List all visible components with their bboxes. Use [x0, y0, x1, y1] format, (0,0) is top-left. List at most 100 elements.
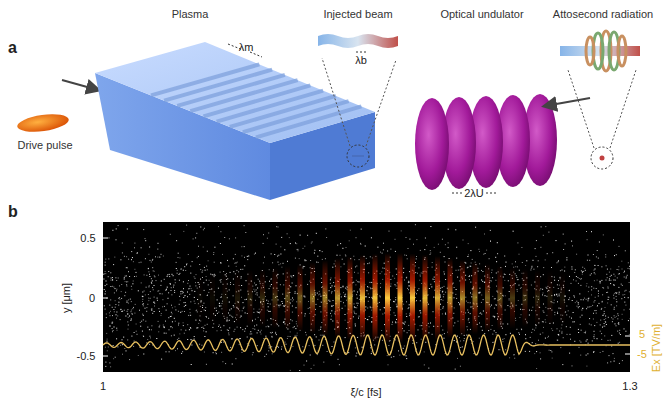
- particle: [281, 346, 282, 347]
- particle: [403, 268, 404, 269]
- particle: [516, 275, 517, 276]
- particle: [214, 247, 215, 248]
- particle: [322, 335, 323, 336]
- particle: [280, 305, 281, 306]
- particle: [595, 297, 596, 298]
- particle: [115, 288, 116, 289]
- particle: [409, 315, 410, 316]
- particle: [185, 305, 186, 306]
- particle: [614, 298, 615, 299]
- particle: [517, 242, 518, 243]
- particle: [272, 299, 273, 300]
- particle: [443, 306, 444, 307]
- particle: [509, 357, 510, 358]
- particle: [183, 302, 184, 303]
- particle: [624, 291, 625, 292]
- particle: [465, 297, 466, 298]
- particle: [144, 291, 145, 292]
- particle: [557, 328, 558, 329]
- particle: [497, 242, 498, 243]
- particle: [194, 339, 195, 340]
- particle: [295, 328, 296, 329]
- particle: [289, 237, 290, 238]
- particle: [133, 307, 134, 308]
- particle: [403, 323, 404, 324]
- particle: [178, 311, 179, 312]
- particle: [126, 350, 127, 351]
- particle: [148, 298, 149, 299]
- particle: [578, 304, 579, 305]
- particle: [127, 301, 128, 302]
- particle: [470, 329, 471, 330]
- particle: [233, 305, 234, 306]
- particle: [266, 300, 267, 301]
- particle: [234, 321, 235, 322]
- particle: [110, 326, 111, 327]
- particle: [254, 291, 255, 292]
- particle: [266, 354, 267, 355]
- particle: [320, 311, 321, 312]
- particle: [393, 301, 394, 302]
- particle: [442, 313, 443, 314]
- particle: [132, 283, 133, 284]
- particle: [380, 296, 381, 297]
- particle: [268, 350, 269, 351]
- particle: [597, 338, 598, 339]
- particle: [573, 295, 574, 296]
- particle: [124, 279, 125, 280]
- particle: [170, 283, 171, 284]
- particle: [445, 314, 446, 315]
- particle: [252, 354, 253, 355]
- particle: [415, 224, 416, 225]
- particle: [253, 352, 254, 353]
- particle: [268, 306, 269, 307]
- particle: [624, 271, 625, 272]
- particle: [222, 303, 223, 304]
- particle: [404, 330, 405, 331]
- particle: [139, 310, 140, 311]
- particle: [421, 273, 422, 274]
- particle: [395, 322, 396, 323]
- particle: [433, 326, 434, 327]
- particle: [145, 294, 146, 295]
- particle: [143, 335, 144, 336]
- particle: [187, 283, 188, 284]
- particle: [618, 324, 619, 325]
- particle: [141, 262, 142, 263]
- particle: [220, 327, 221, 328]
- particle: [202, 270, 203, 271]
- particle: [540, 276, 541, 277]
- particle: [383, 249, 384, 250]
- particle: [120, 259, 121, 260]
- particle: [515, 261, 516, 262]
- particle: [346, 286, 347, 287]
- particle: [278, 305, 279, 306]
- particle: [174, 292, 175, 293]
- particle: [159, 257, 160, 258]
- particle: [355, 347, 356, 348]
- particle: [354, 311, 355, 312]
- particle: [505, 274, 506, 275]
- particle: [166, 351, 167, 352]
- particle: [408, 285, 409, 286]
- particle: [557, 312, 558, 313]
- particle: [132, 257, 133, 258]
- particle: [127, 300, 128, 301]
- particle: [241, 285, 242, 286]
- particle: [138, 290, 139, 291]
- particle: [504, 338, 505, 339]
- particle: [525, 338, 526, 339]
- particle: [131, 286, 132, 287]
- particle: [598, 293, 599, 294]
- particle: [276, 244, 277, 245]
- particle: [241, 246, 242, 247]
- particle: [317, 299, 318, 300]
- particle: [168, 298, 169, 299]
- particle: [189, 309, 190, 310]
- particle: [513, 231, 514, 232]
- particle: [296, 285, 297, 286]
- particle: [304, 296, 305, 297]
- particle: [244, 225, 245, 226]
- particle: [167, 303, 168, 304]
- particle: [425, 342, 426, 343]
